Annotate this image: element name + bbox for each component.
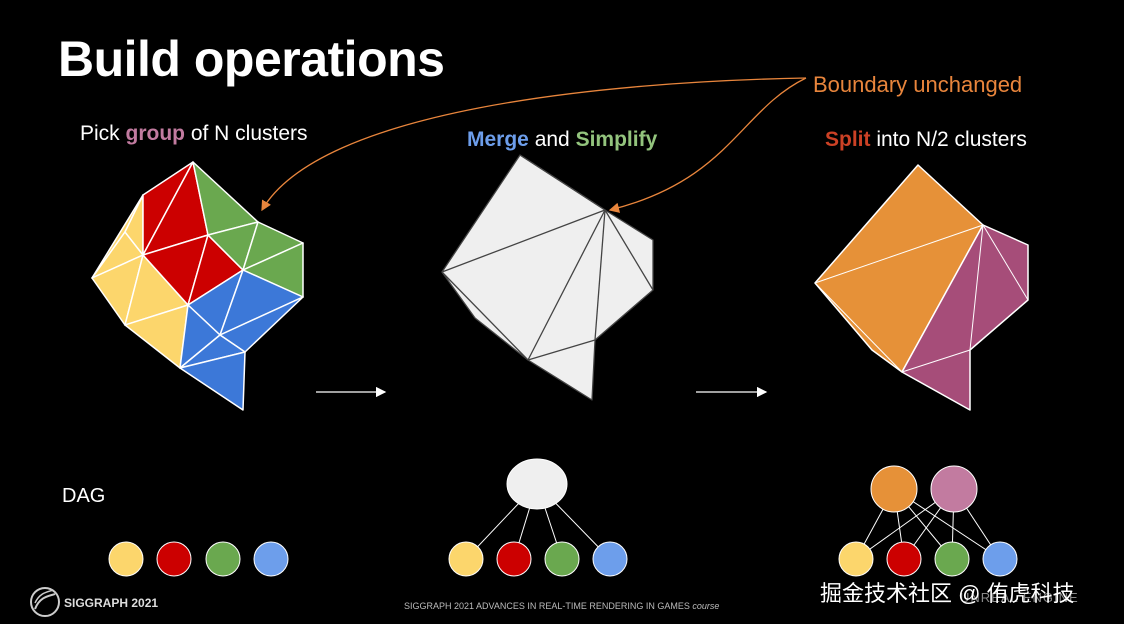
dag-node-green xyxy=(205,541,241,577)
watermark-text: 掘金技术社区 @ 侑虎科技 xyxy=(820,581,1075,606)
footer-brand: SIGGRAPH 2021 xyxy=(64,596,159,610)
step3-caption: Split into N/2 clusters xyxy=(825,128,1027,152)
dag-split xyxy=(838,465,1018,577)
dag-node-green xyxy=(934,541,970,577)
step1-highlight: group xyxy=(125,122,185,145)
cluster-group-mesh xyxy=(91,161,304,411)
boundary-annotation: Boundary unchanged xyxy=(813,72,1023,97)
step1-caption: Pick group of N clusters xyxy=(80,122,308,146)
step1-pre: Pick xyxy=(80,122,126,145)
split-mesh xyxy=(814,164,1029,411)
dag-node-merged xyxy=(506,458,568,510)
step2-caption: Merge and Simplify xyxy=(467,128,657,152)
step2-and: and xyxy=(528,128,576,151)
blue-cluster-tri xyxy=(179,351,246,411)
boundary-callout-curve-2 xyxy=(608,77,807,213)
dag-node-pink xyxy=(930,465,978,513)
dag-node-red xyxy=(886,541,922,577)
dag-node-red xyxy=(496,541,532,577)
dag-node-green xyxy=(544,541,580,577)
engine-mark: UNREAL ENGINE xyxy=(960,590,1079,605)
dag-merged xyxy=(448,458,628,577)
step2-merge: Merge xyxy=(467,128,529,151)
dag-node-red xyxy=(156,541,192,577)
step3-split: Split xyxy=(825,128,871,151)
dag-node-yellow xyxy=(838,541,874,577)
step2-simplify: Simplify xyxy=(575,128,658,151)
step3-post: into N/2 clusters xyxy=(870,128,1027,151)
merged-mesh xyxy=(441,154,654,401)
dag-node-yellow xyxy=(448,541,484,577)
footer-course: SIGGRAPH 2021 ADVANCES IN REAL-TIME REND… xyxy=(404,601,719,611)
dag-node-blue xyxy=(253,541,289,577)
footer-course-suffix: course xyxy=(692,601,720,611)
footer-course-text: SIGGRAPH 2021 ADVANCES IN REAL-TIME REND… xyxy=(404,601,693,611)
siggraph-logo-icon xyxy=(30,587,60,617)
step1-post: of N clusters xyxy=(185,122,308,145)
dag-level-0 xyxy=(108,541,289,577)
dag-label: DAG xyxy=(62,485,106,507)
dag-node-blue xyxy=(592,541,628,577)
dag-node-yellow xyxy=(108,541,144,577)
dag-node-orange xyxy=(870,465,918,513)
slide-title: Build operations xyxy=(58,31,445,87)
boundary-callout-curve-1 xyxy=(261,77,807,212)
merged-mesh-outline xyxy=(441,154,654,401)
dag-node-blue xyxy=(982,541,1018,577)
